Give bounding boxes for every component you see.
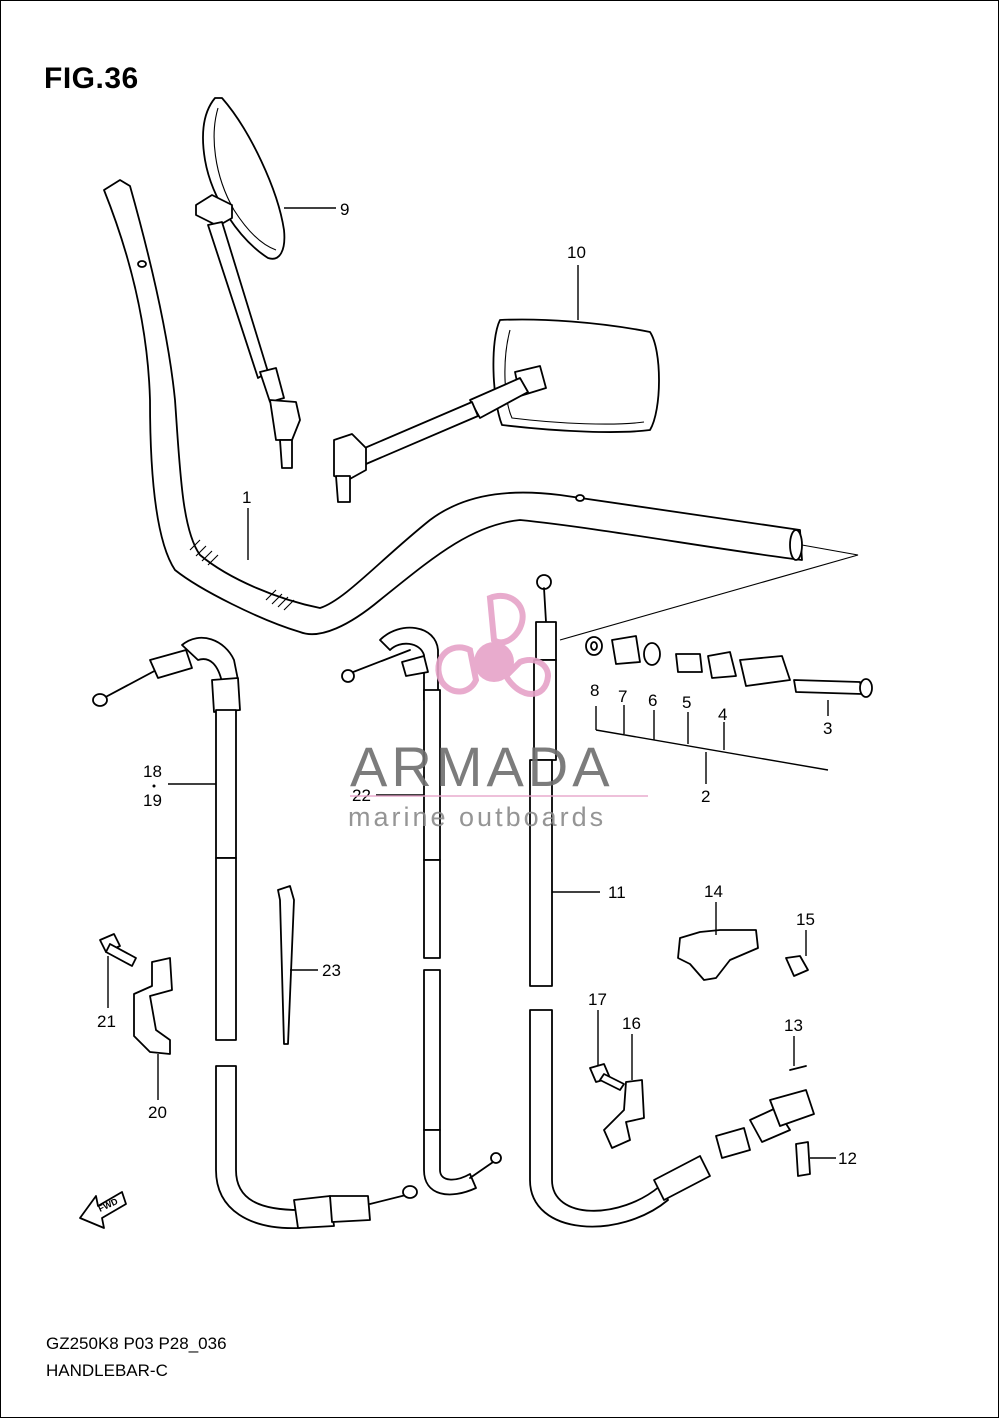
figure-code: GZ250K8 P03 P28_036	[46, 1334, 227, 1353]
mirror-right	[333, 318, 660, 503]
callout-3: 3	[823, 719, 832, 738]
watermark-brand: ARMADA	[350, 735, 614, 798]
throttle-cable-18	[92, 636, 418, 1229]
callout-15: 15	[796, 910, 815, 929]
callout-16: 16	[622, 1014, 641, 1033]
callout-21: 21	[97, 1012, 116, 1031]
callout-8: 8	[590, 681, 599, 700]
callout-4: 4	[718, 705, 727, 724]
callout-14: 14	[704, 882, 723, 901]
mirror-left	[195, 97, 301, 469]
callout-23: 23	[322, 961, 341, 980]
callout-labels: 9 10 1 8 7 6 5 4 3 2 18 19 22 11 14 15 2…	[97, 200, 857, 1168]
fwd-arrow-icon: FWD	[79, 1191, 127, 1229]
callout-13: 13	[784, 1016, 803, 1035]
callout-6: 6	[648, 691, 657, 710]
callout-1: 1	[242, 488, 251, 507]
callout-20: 20	[148, 1103, 167, 1122]
callout-7: 7	[618, 687, 627, 706]
callout-2: 2	[701, 787, 710, 806]
figure-title: FIG.36	[44, 62, 139, 95]
handlebar	[103, 179, 859, 641]
watermark: ARMADA marine outboards	[348, 593, 648, 832]
propeller-logo-icon	[435, 593, 552, 697]
callout-separator-dot	[152, 784, 156, 788]
figure-name: HANDLEBAR-C	[46, 1361, 168, 1380]
clutch-cable-11	[529, 574, 815, 1228]
callout-5: 5	[682, 693, 691, 712]
watermark-tagline: marine outboards	[348, 802, 606, 832]
end-weight-assembly	[585, 635, 873, 698]
callout-19: 19	[143, 791, 162, 810]
callout-9: 9	[340, 200, 349, 219]
throttle-cable-22	[341, 626, 502, 1196]
small-parts	[99, 885, 811, 1177]
callout-10: 10	[567, 243, 586, 262]
callout-17: 17	[588, 990, 607, 1009]
callout-11: 11	[608, 883, 626, 902]
leader-lines	[107, 207, 836, 1159]
callout-18: 18	[143, 762, 162, 781]
callout-12: 12	[838, 1149, 857, 1168]
